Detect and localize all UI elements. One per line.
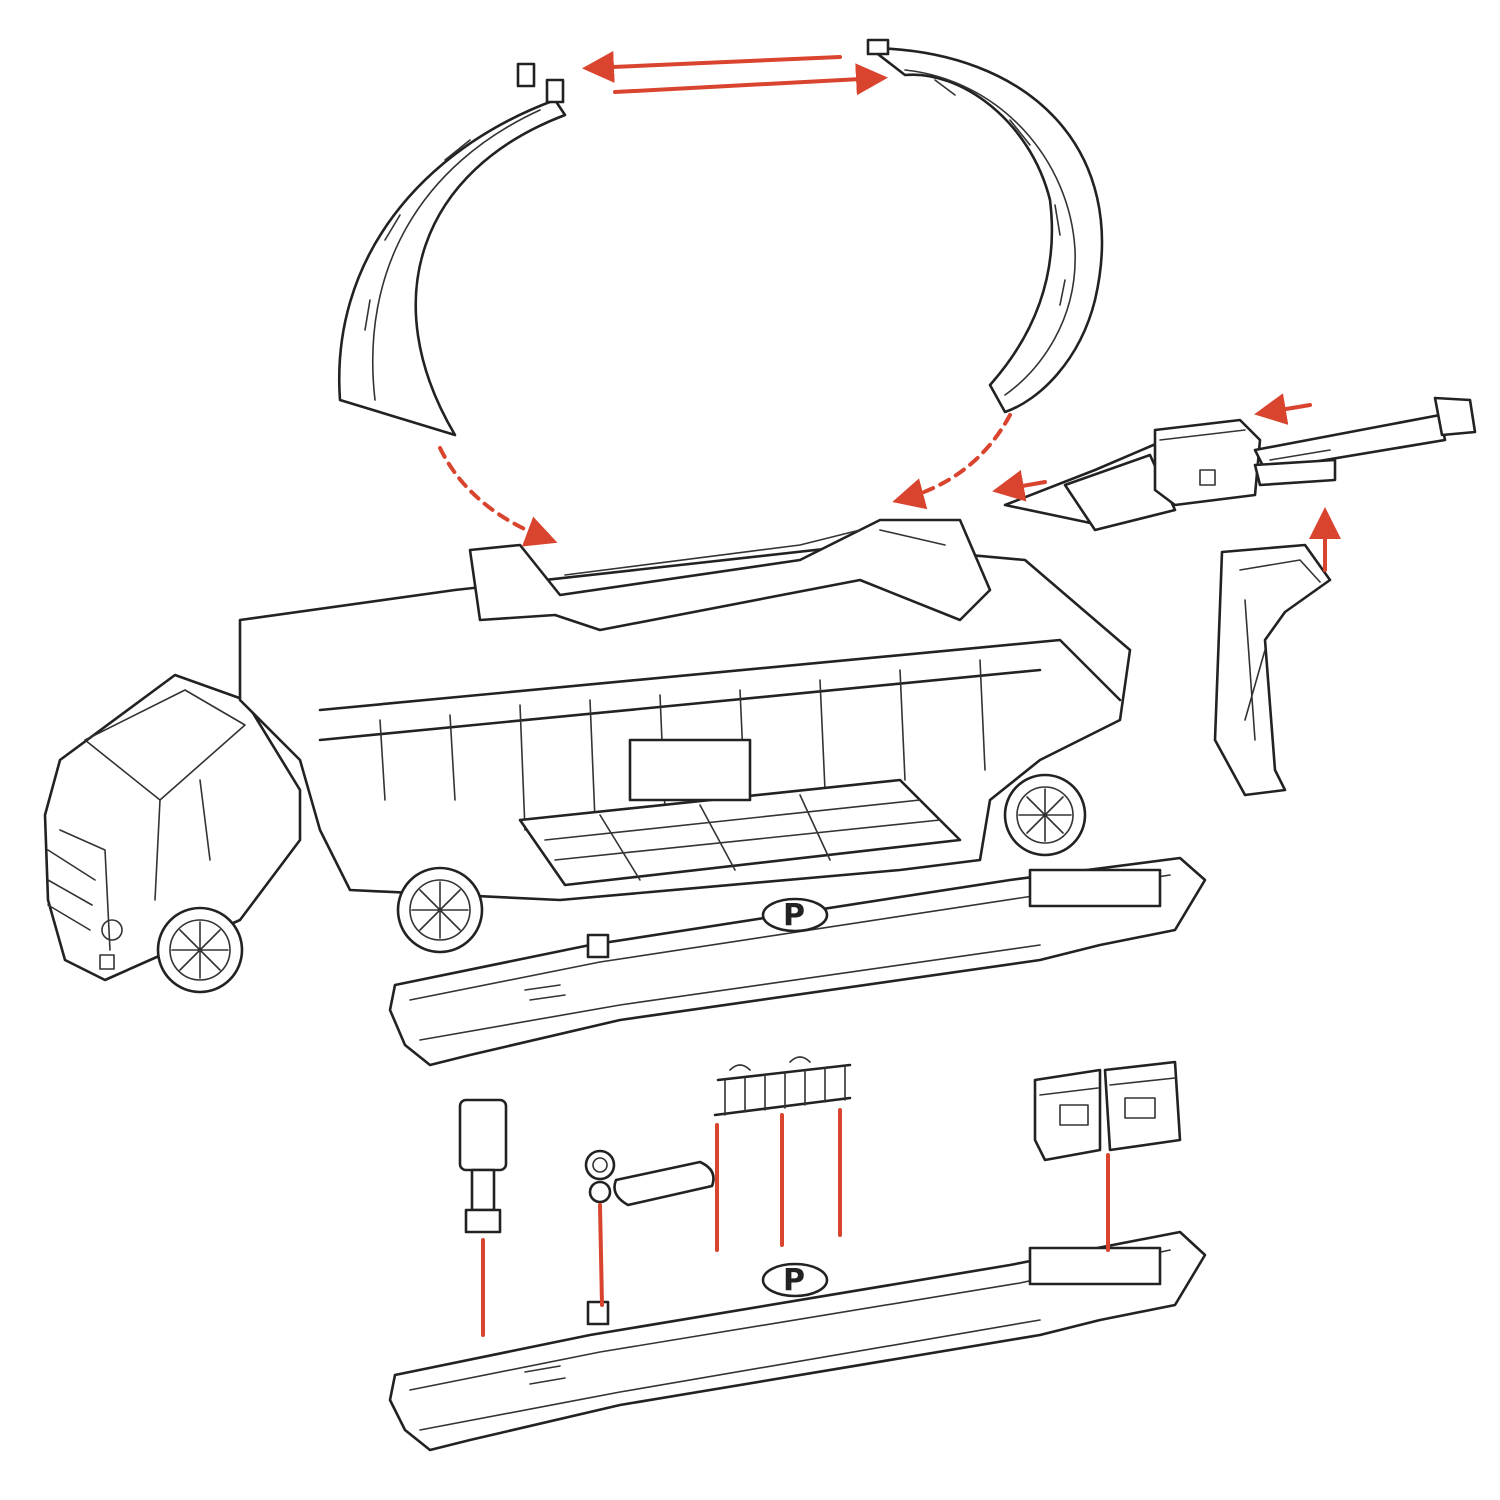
assembly-arrows [438,50,1341,1337]
trailer-floor [518,738,962,887]
right-track-arc [866,38,1104,414]
rear-wheel-left [396,866,484,954]
fence [713,1056,852,1117]
lower-parking-sign: P [761,1262,829,1298]
upper-parking-sign: P [761,897,829,933]
lower-base-plate [388,1230,1207,1452]
trailer-top-deck [468,518,992,632]
arrow-launcher [992,470,1047,502]
arrow-traffic-light [598,1203,604,1307]
traffic-light [584,1149,616,1204]
upper-parking-letter: P [783,898,805,933]
arrow-top-left [582,50,842,83]
launcher-ramp [1003,418,1262,532]
road-barrier [613,1160,715,1207]
lower-parking-letter: P [783,1263,805,1298]
launcher-plunger [1253,396,1477,487]
rear-wheel-right [1003,773,1087,857]
support-pillar [1213,543,1332,797]
parking-booths [1033,1060,1182,1162]
arrow-top-right [613,63,888,96]
arrow-plunger [1254,393,1312,425]
left-track-arc [337,62,567,437]
sign-post [458,1098,508,1234]
arrow-right-arc-down [892,413,1012,510]
cab-wheel [156,906,244,994]
arrow-left-arc-down [438,446,558,547]
